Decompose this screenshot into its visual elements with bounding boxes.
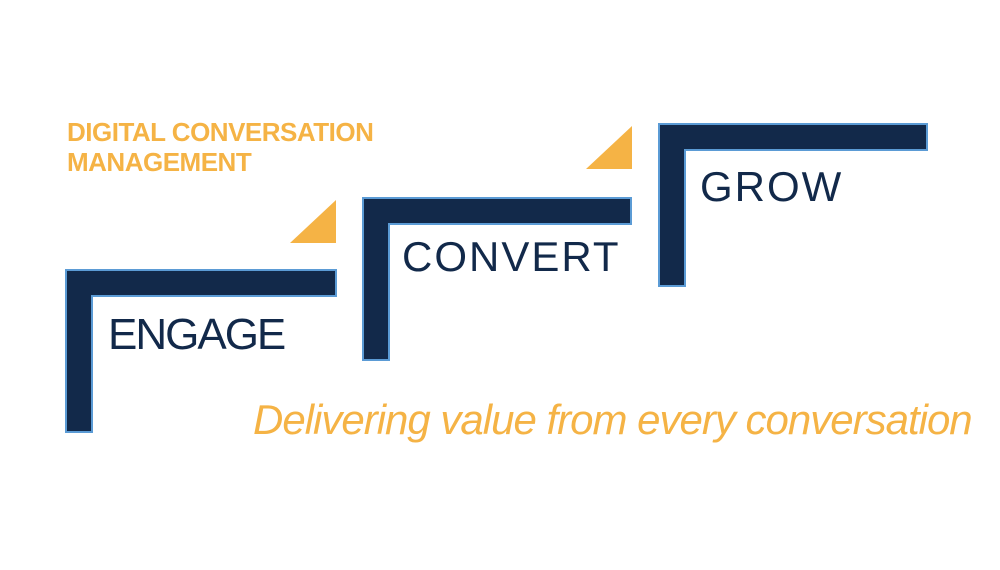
engage-label: ENGAGE — [108, 310, 286, 359]
step-engage — [65, 269, 337, 433]
step-convert — [362, 197, 632, 361]
grow-step-shape — [658, 123, 928, 287]
grow-label: GROW — [700, 163, 844, 210]
convert-label: CONVERT — [402, 233, 621, 280]
slide-title: DIGITAL CONVERSATION MANAGEMENT — [67, 117, 374, 177]
step-up-triangle-icon — [290, 200, 336, 243]
slide-title-line1: DIGITAL CONVERSATION — [67, 117, 374, 147]
convert-step-shape — [362, 197, 632, 361]
slide-tagline: Delivering value from every conversation — [253, 396, 973, 443]
engage-step-shape — [65, 269, 337, 433]
step-grow — [658, 123, 928, 287]
slide-title-line2: MANAGEMENT — [67, 147, 252, 177]
step-up-triangle-icon — [586, 126, 632, 169]
